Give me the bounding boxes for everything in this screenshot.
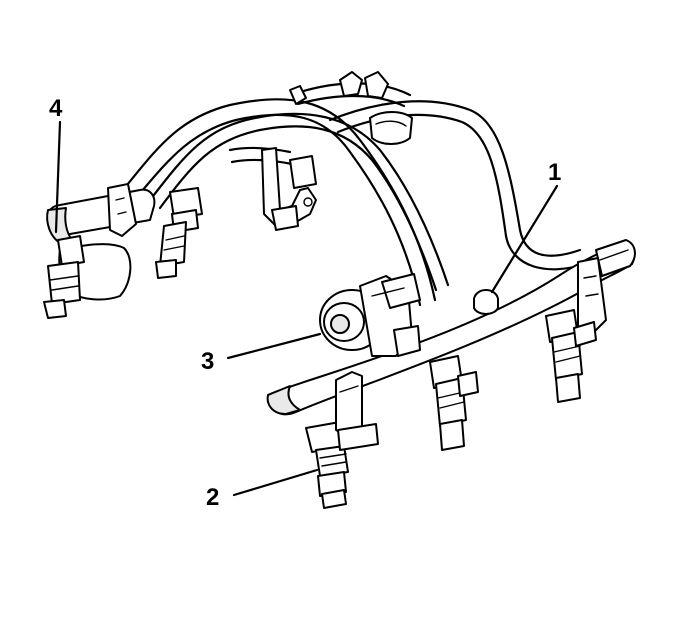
leader-line-1 <box>490 184 559 294</box>
leader-lines <box>54 120 559 497</box>
rear-injectors <box>155 147 317 279</box>
callout-2: 2 <box>206 484 219 511</box>
pressure-valve-cap <box>473 289 499 315</box>
leader-line-2 <box>232 468 319 497</box>
right-fuel-rail <box>266 239 636 416</box>
right-rail-bracket <box>577 257 607 335</box>
front-injectors <box>305 309 597 509</box>
leader-line-4 <box>54 120 62 234</box>
left-fuel-rail <box>43 183 156 319</box>
rear-rail-details <box>228 71 413 166</box>
callout-1: 1 <box>548 159 561 186</box>
pressure-regulator <box>319 273 421 357</box>
callout-3: 3 <box>201 348 214 375</box>
leader-line-3 <box>226 332 322 360</box>
callout-4: 4 <box>49 95 63 122</box>
